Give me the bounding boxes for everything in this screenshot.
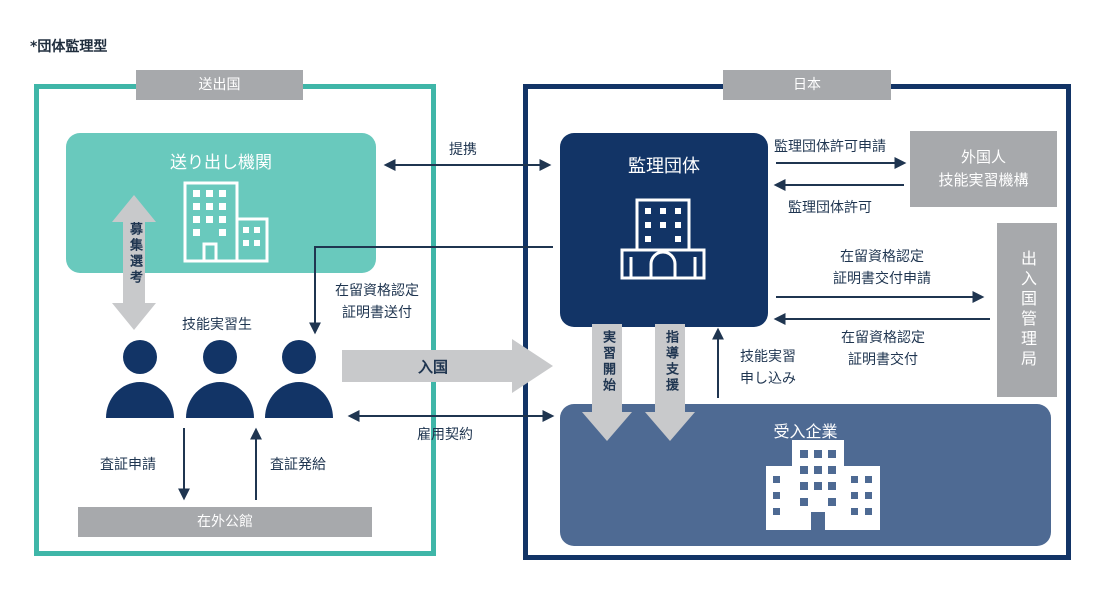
building-icon — [183, 181, 269, 263]
permit-label: 監理団体許可 — [788, 200, 872, 216]
otit-label-line1: 外国人 — [960, 148, 1006, 166]
sending-organization-label: 送り出し機関 — [170, 153, 272, 173]
partnership-label: 提携 — [449, 142, 477, 158]
training-application-line2: 申し込み — [740, 371, 796, 387]
diagram-title: *団体監理型 — [30, 39, 108, 55]
training-application-line1: 技能実習 — [740, 349, 796, 365]
institution-icon — [620, 198, 706, 280]
visa-application-label: 査証申請 — [100, 457, 156, 473]
otit-box: 外国人 技能実習機構 — [910, 131, 1057, 207]
person-icon — [186, 340, 254, 418]
guidance-support-arrow — [645, 324, 695, 441]
entry-arrow — [342, 339, 553, 393]
coe-application-label: 在留資格認定 証明書交付申請 — [802, 246, 962, 290]
entry-label: 入国 — [418, 358, 449, 376]
accepting-company-label: 受入企業 — [773, 422, 838, 441]
guidance-support-label: 指導支援 — [663, 330, 678, 394]
embassy-box: 在外公館 — [78, 507, 372, 537]
coe-send-line2: 証明書送付 — [342, 305, 412, 321]
employment-contract-label: 雇用契約 — [417, 427, 473, 443]
coe-issue-line2: 証明書交付 — [848, 352, 918, 368]
training-start-label: 実習開始 — [600, 330, 615, 394]
immigration-box: 出入国管理局 — [997, 223, 1057, 397]
person-icon — [106, 340, 174, 418]
office-tower-icon — [766, 440, 880, 530]
person-icon — [265, 340, 333, 418]
immigration-label: 出入国管理局 — [1018, 250, 1037, 370]
supervising-organization-label: 監理団体 — [628, 156, 700, 177]
permit-application-label: 監理団体許可申請 — [774, 139, 886, 155]
coe-application-line2: 証明書交付申請 — [833, 271, 931, 287]
supervising-organization-box — [560, 133, 768, 327]
trainees-label: 技能実習生 — [182, 317, 252, 333]
coe-send-arrow — [309, 246, 553, 335]
coe-send-label: 在留資格認定 証明書送付 — [321, 280, 433, 324]
recruit-select-arrow — [112, 195, 156, 330]
coe-application-line1: 在留資格認定 — [840, 249, 924, 265]
coe-send-line1: 在留資格認定 — [335, 283, 419, 299]
otit-label-line2: 技能実習機構 — [938, 171, 1029, 189]
training-application-label: 技能実習 申し込み — [730, 346, 806, 390]
recruit-select-label: 募集選考 — [127, 222, 142, 286]
coe-issue-label: 在留資格認定 証明書交付 — [813, 327, 953, 371]
japan-tag: 日本 — [723, 70, 891, 100]
sending-country-tag: 送出国 — [136, 70, 303, 100]
visa-issuance-label: 査証発給 — [270, 457, 326, 473]
training-start-arrow — [582, 324, 632, 441]
coe-issue-line1: 在留資格認定 — [841, 330, 925, 346]
